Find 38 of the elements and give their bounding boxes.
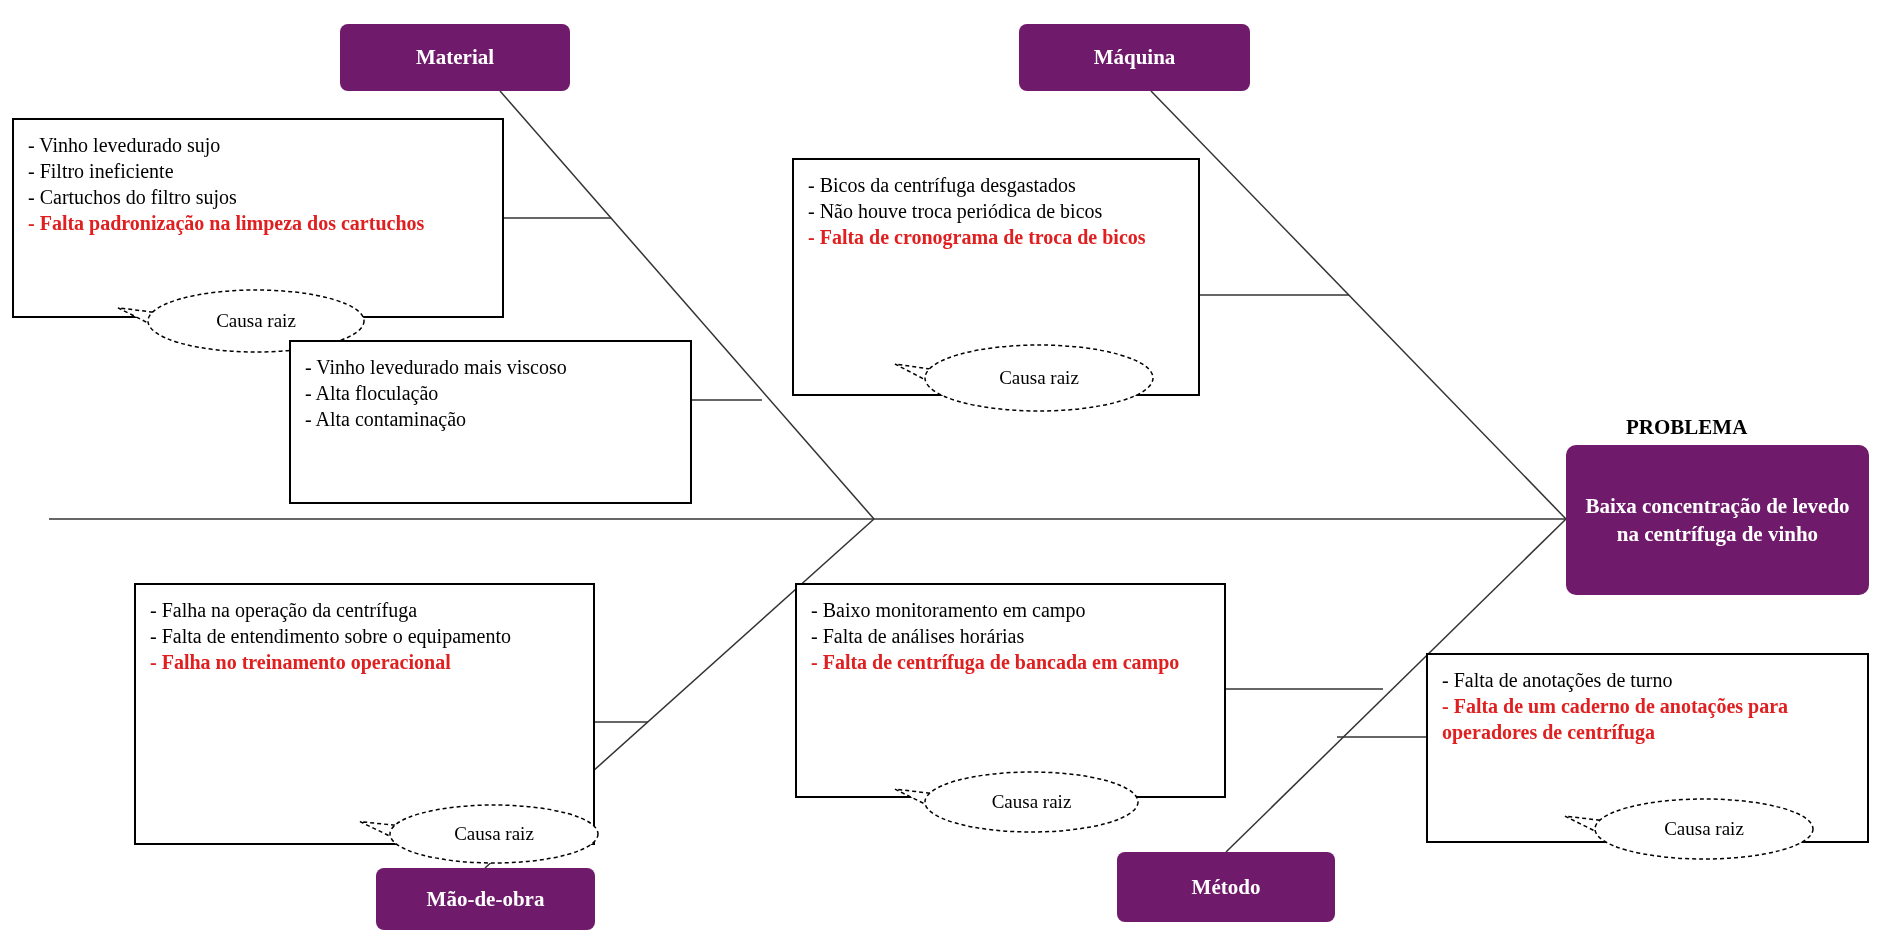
cause-text: - Bicos da centrífuga desgastados xyxy=(808,173,1077,198)
root-cause-text: - Falha no treinamento operacional xyxy=(150,650,452,675)
cause-box xyxy=(289,340,692,504)
cause-box xyxy=(134,583,595,845)
cause-text: - Falha na operação da centrífuga xyxy=(150,598,419,623)
cause-text: - Alta contaminação xyxy=(305,407,468,432)
branch-line xyxy=(691,399,763,401)
cause-text: - Falta de análises horárias xyxy=(811,624,1026,649)
category-box: Mão-de-obra xyxy=(376,868,595,930)
category-box: Material xyxy=(340,24,570,91)
branch-line xyxy=(503,217,612,219)
branch-line xyxy=(594,721,649,723)
branch-line xyxy=(1225,688,1384,690)
cause-text: - Baixo monitoramento em campo xyxy=(811,598,1087,623)
branch-line xyxy=(1336,736,1427,738)
cause-text: - Falta de entendimento sobre o equipamento xyxy=(150,624,512,649)
bone-line xyxy=(1150,90,1567,520)
root-cause-text: - Falta padronização na limpeza dos cartuchos xyxy=(28,211,426,236)
bone-line xyxy=(1225,518,1567,853)
cause-box xyxy=(1426,653,1869,843)
spine-line xyxy=(48,518,1567,520)
cause-text: - Não houve troca periódica de bicos xyxy=(808,199,1104,224)
cause-text: - Falta de anotações de turno xyxy=(1442,668,1674,693)
cause-text: - Filtro ineficiente xyxy=(28,159,175,184)
cause-text: - Vinho levedurado mais viscoso xyxy=(305,355,568,380)
branch-line xyxy=(1199,294,1350,296)
problem-box: Baixa concentração de levedo na centrífuga de vinho xyxy=(1566,445,1869,595)
heading: PROBLEMA xyxy=(1626,415,1748,440)
root-cause-text: - Falta de um caderno de anotações para operadores de centrífuga xyxy=(1442,694,1790,745)
cause-text: - Cartuchos do filtro sujos xyxy=(28,185,238,210)
cause-box xyxy=(792,158,1200,396)
root-cause-text: - Falta de centrífuga de bancada em campo xyxy=(811,650,1181,675)
bone-line xyxy=(499,90,875,520)
category-box: Método xyxy=(1117,852,1335,922)
root-cause-text: - Falta de cronograma de troca de bicos xyxy=(808,225,1147,250)
category-box: Máquina xyxy=(1019,24,1250,91)
cause-text: - Vinho levedurado sujo xyxy=(28,133,222,158)
cause-text: - Alta floculação xyxy=(305,381,440,406)
